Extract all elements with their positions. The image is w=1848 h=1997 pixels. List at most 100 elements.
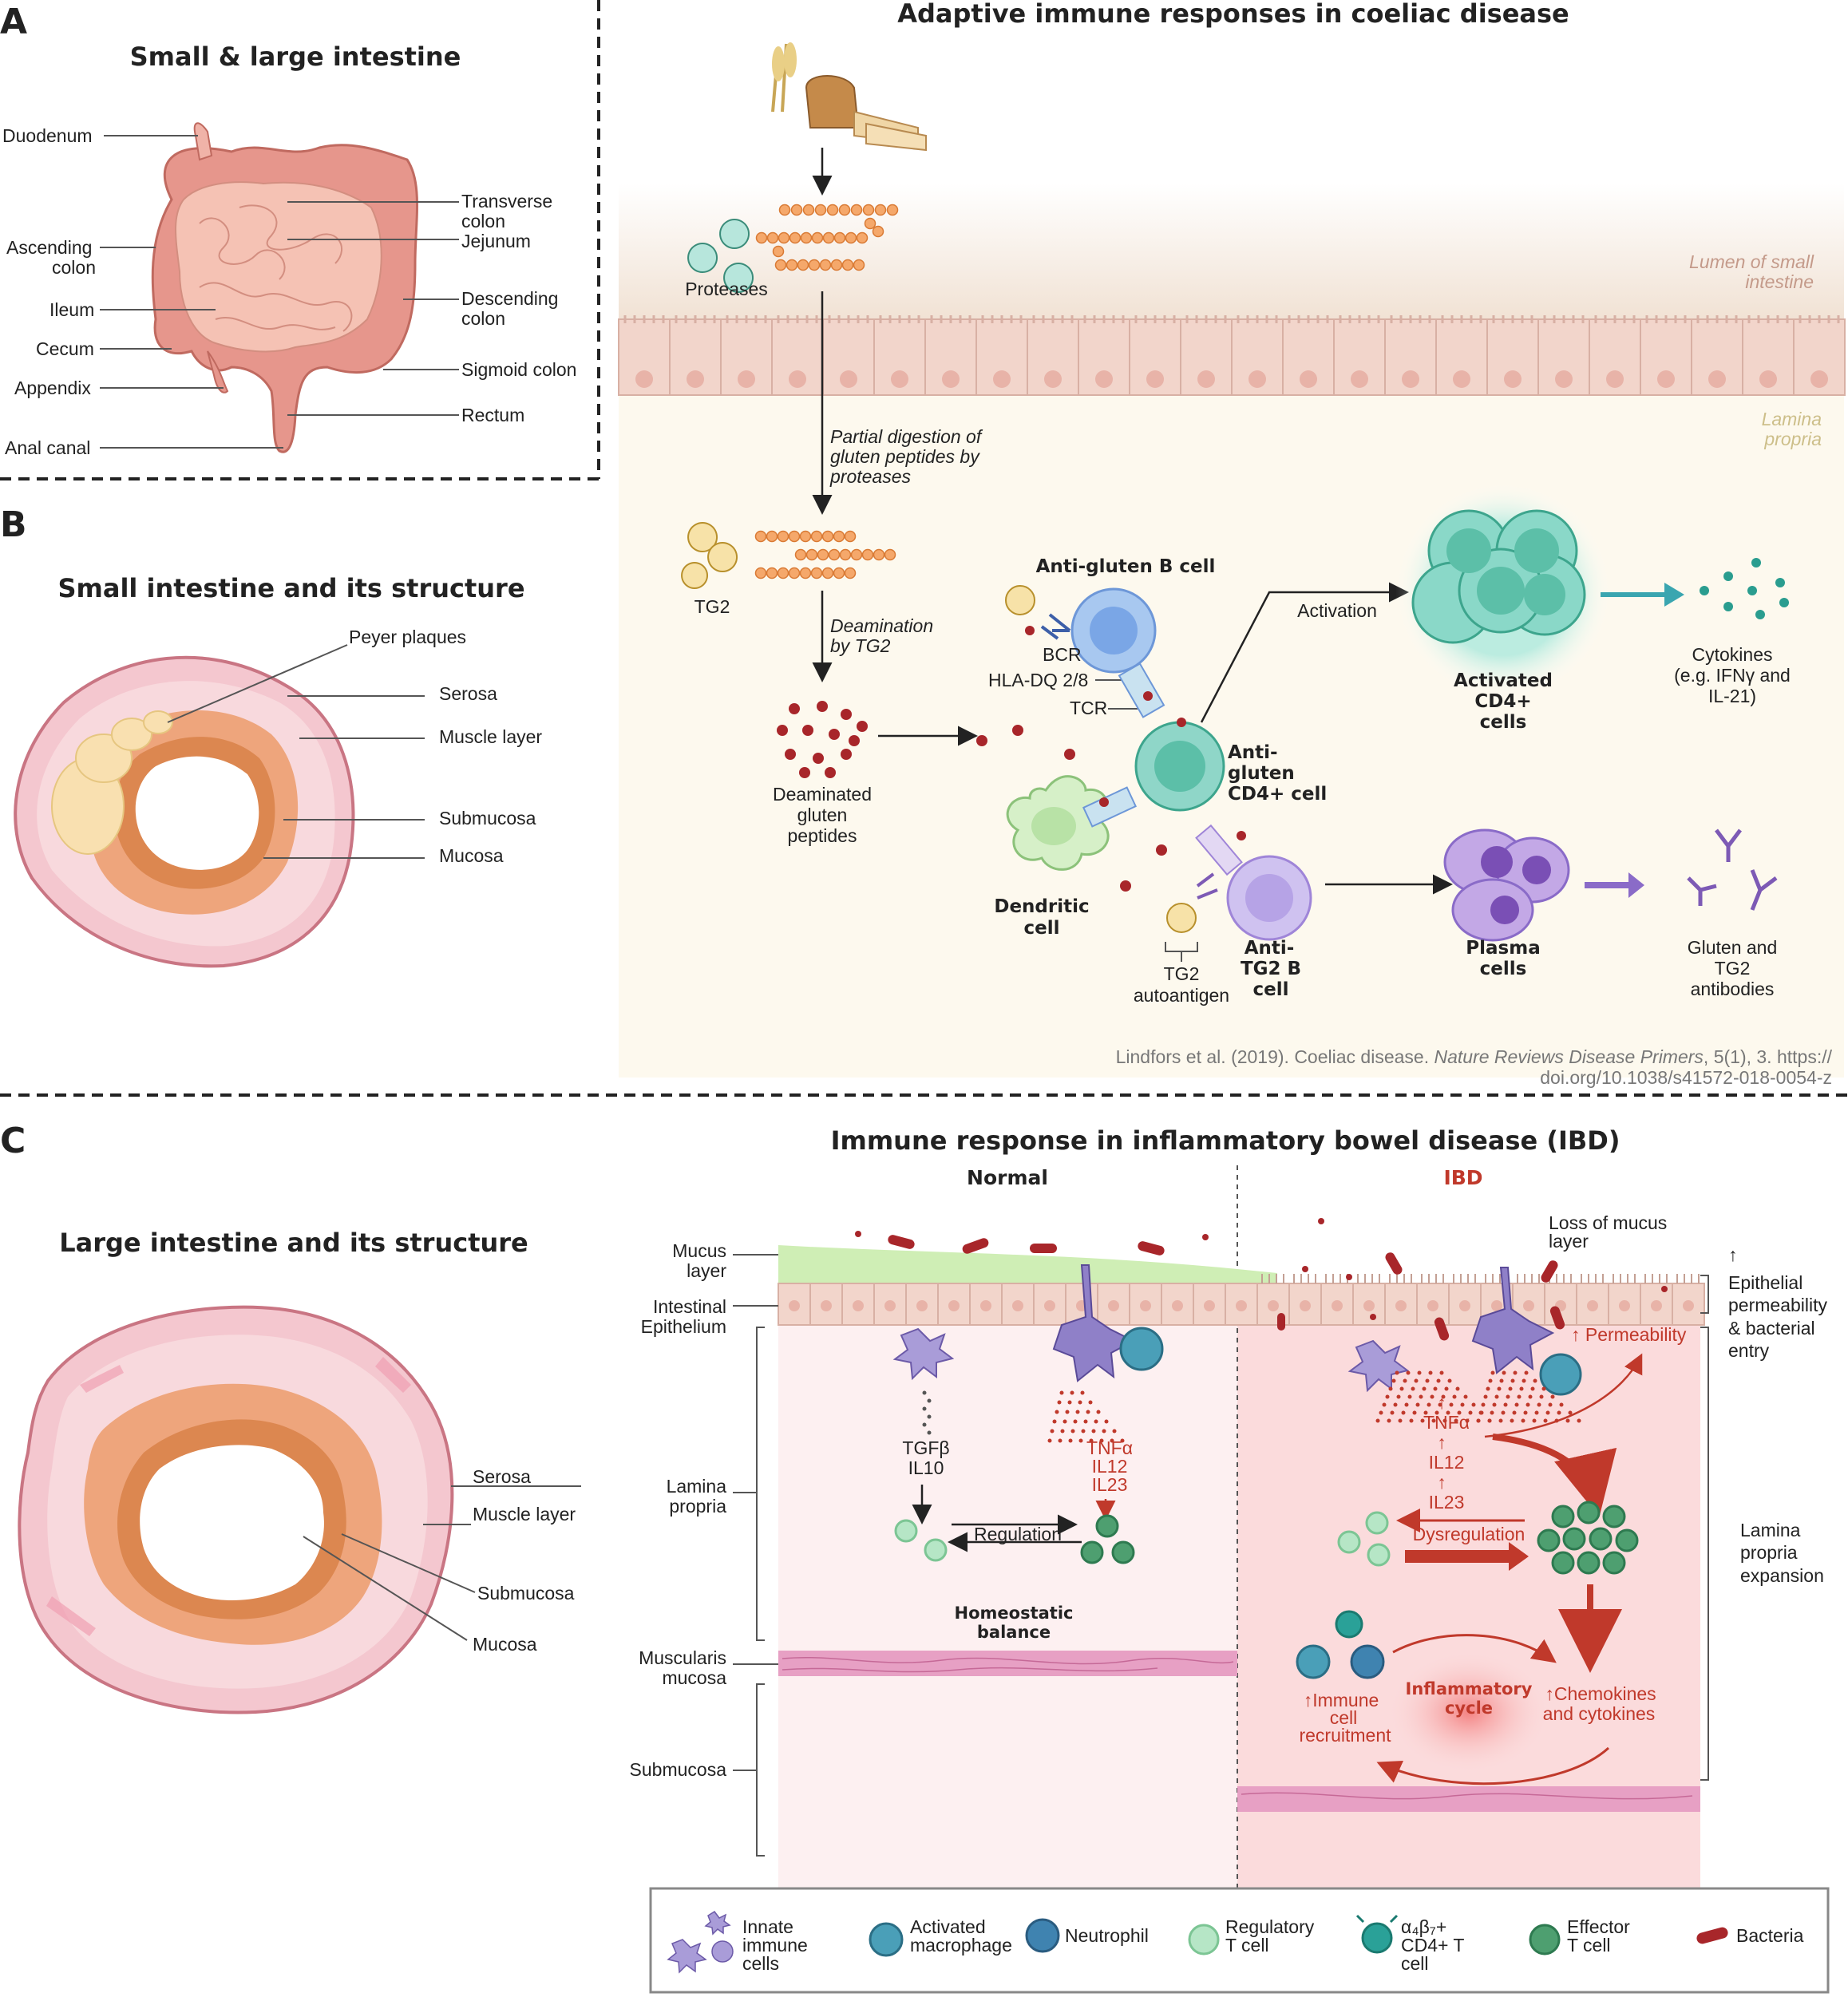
ibd-ibd-heading: IBD bbox=[1443, 1166, 1482, 1189]
label-anti-gluten-b: Anti-gluten B cell bbox=[1036, 556, 1216, 577]
coeliac-epithelium bbox=[618, 315, 1846, 396]
label-antibodies-3: antibodies bbox=[1691, 979, 1775, 999]
label-ascending: Ascending bbox=[6, 237, 92, 258]
small-intestine-folds bbox=[199, 204, 353, 332]
label-antibodies-2: TG2 bbox=[1715, 958, 1751, 979]
label-antibodies-1: Gluten and bbox=[1688, 937, 1778, 958]
normal-innate-cell bbox=[892, 1327, 955, 1381]
label-cytokines-3: IL-21) bbox=[1708, 686, 1756, 706]
lumen-label-1: Lumen of small bbox=[1689, 251, 1814, 272]
legend-effector-1: Effector bbox=[1567, 1916, 1630, 1937]
lg-highlights bbox=[46, 1357, 411, 1636]
panel-c-left: Large intestine and its structure Serosa… bbox=[18, 1228, 581, 1714]
mucus-layer bbox=[778, 1245, 1277, 1285]
legend-macrophage-1: Activated bbox=[910, 1916, 986, 1937]
label-proteases: Proteases bbox=[685, 279, 768, 299]
label-lamina-r: Lamina bbox=[1740, 1520, 1801, 1540]
lamina-label-2: propria bbox=[1763, 429, 1822, 449]
legend-a4b7-1: α₄β₇+ bbox=[1401, 1916, 1446, 1937]
small-intestine-illustration bbox=[175, 181, 382, 353]
label-cd4-1: Anti- bbox=[1228, 742, 1278, 763]
arrow-to-cytokines bbox=[1601, 583, 1684, 607]
label-epithelial: Epithelial bbox=[1728, 1272, 1802, 1293]
label-tg2-auto-2: autoantigen bbox=[1134, 985, 1229, 1006]
label-il12-normal: IL12 bbox=[1092, 1456, 1128, 1477]
citation-line-1: Lindfors et al. (2019). Coeliac disease.… bbox=[1116, 1046, 1833, 1067]
panel-letter-c: C bbox=[0, 1121, 26, 1161]
panel-a: Small & large intestine Duodenum bbox=[2, 42, 576, 458]
label-inflammatory-2: cycle bbox=[1445, 1698, 1493, 1718]
legend-neutrophil: Neutrophil bbox=[1065, 1925, 1149, 1946]
label-plasma-1: Plasma bbox=[1466, 938, 1540, 959]
legend-treg-icon bbox=[1188, 1924, 1220, 1955]
label-anti-tg2-3: cell bbox=[1252, 979, 1288, 1000]
label-entry: entry bbox=[1728, 1340, 1770, 1361]
legend-treg-1: Regulatory bbox=[1225, 1916, 1315, 1937]
label-homeostatic-2: balance bbox=[977, 1623, 1051, 1642]
deaminated-peptides bbox=[777, 701, 868, 778]
label-transverse-colon: colon bbox=[461, 211, 505, 231]
gluten-chain bbox=[755, 204, 899, 271]
label-il23-ibd: IL23 bbox=[1429, 1492, 1465, 1513]
label-activated-2: CD4+ bbox=[1474, 691, 1531, 712]
label-serosa-c: Serosa bbox=[473, 1466, 531, 1487]
ibd-innate-cell bbox=[1347, 1339, 1410, 1393]
legend-effector-icon bbox=[1529, 1924, 1561, 1955]
label-homeostatic-1: Homeostatic bbox=[955, 1604, 1074, 1623]
tg2-icon bbox=[681, 522, 738, 589]
label-sigmoid-colon: Sigmoid colon bbox=[461, 359, 576, 380]
panel-b: Small intestine and its structure Peyer … bbox=[14, 573, 542, 968]
lg-lumen bbox=[140, 1445, 324, 1600]
label-muscularis: Muscularis bbox=[639, 1647, 726, 1668]
legend-a4b7-icon bbox=[1355, 1914, 1399, 1954]
label-partial-1: Partial digestion of bbox=[830, 426, 983, 447]
duodenum-illustration bbox=[193, 122, 213, 161]
label-rectum: Rectum bbox=[461, 405, 524, 425]
bcr-receptor bbox=[1040, 613, 1071, 640]
label-propria: propria bbox=[669, 1496, 726, 1517]
ibd-cytokine-dots bbox=[1375, 1370, 1581, 1423]
label-deamination-2: by TG2 bbox=[830, 635, 891, 656]
label-tg2-auto-1: TG2 bbox=[1164, 963, 1200, 984]
ibd-macrophage bbox=[1539, 1353, 1582, 1396]
scattered-peptides bbox=[976, 626, 1246, 892]
recruited-immune-cells bbox=[1296, 1610, 1385, 1679]
plasma-cells bbox=[1443, 828, 1570, 942]
panel-b-leaders bbox=[167, 644, 425, 859]
label-intestinal: Intestinal bbox=[653, 1296, 726, 1317]
label-chemokines-2: and cytokines bbox=[1543, 1703, 1656, 1724]
label-up-arrow: ↑ bbox=[1728, 1244, 1738, 1265]
label-partial-2: gluten peptides by bbox=[830, 446, 980, 467]
ibd-effector-cells bbox=[1537, 1501, 1639, 1575]
label-tnfa-ibd: TNFα bbox=[1423, 1412, 1470, 1433]
label-activated-1: Activated bbox=[1454, 670, 1553, 691]
label-loss-mucus-2: layer bbox=[1549, 1231, 1589, 1252]
label-mucus: Mucus bbox=[672, 1240, 726, 1261]
label-descending: Descending bbox=[461, 288, 558, 309]
peyer-plaques bbox=[51, 710, 173, 855]
legend-a4b7-3: cell bbox=[1401, 1953, 1429, 1974]
legend-effector-2: T cell bbox=[1567, 1935, 1611, 1955]
normal-macrophage bbox=[1119, 1327, 1164, 1371]
legend-innate-3: cells bbox=[742, 1953, 779, 1974]
label-cecum: Cecum bbox=[36, 338, 94, 359]
legend-innate-icon bbox=[667, 1910, 734, 1974]
label-chemokines-1: ↑Chemokines bbox=[1545, 1683, 1656, 1704]
gluten-peptide-rows bbox=[754, 530, 896, 579]
normal-treg-cells bbox=[894, 1519, 948, 1562]
label-descending-colon: colon bbox=[461, 308, 505, 329]
label-cytokines-2: (e.g. IFNγ and bbox=[1674, 665, 1791, 686]
panel-c-title: Large intestine and its structure bbox=[59, 1228, 528, 1258]
label-il10: IL10 bbox=[908, 1457, 944, 1478]
panel-a-leaders bbox=[100, 135, 459, 449]
label-ileum: Ileum bbox=[49, 299, 94, 320]
label-tgfb: TGFβ bbox=[902, 1437, 949, 1458]
label-regulation: Regulation bbox=[974, 1524, 1062, 1544]
label-dysregulation: Dysregulation bbox=[1413, 1524, 1525, 1544]
label-propria-r: propria bbox=[1740, 1542, 1798, 1563]
label-permeability-r: permeability bbox=[1728, 1295, 1827, 1315]
citation-line-2: doi.org/10.1038/s41572-018-0054-z bbox=[1540, 1067, 1832, 1088]
label-tg2: TG2 bbox=[694, 596, 730, 617]
label-epithelium: Epithelium bbox=[641, 1316, 726, 1337]
label-anal-canal: Anal canal bbox=[5, 437, 90, 458]
